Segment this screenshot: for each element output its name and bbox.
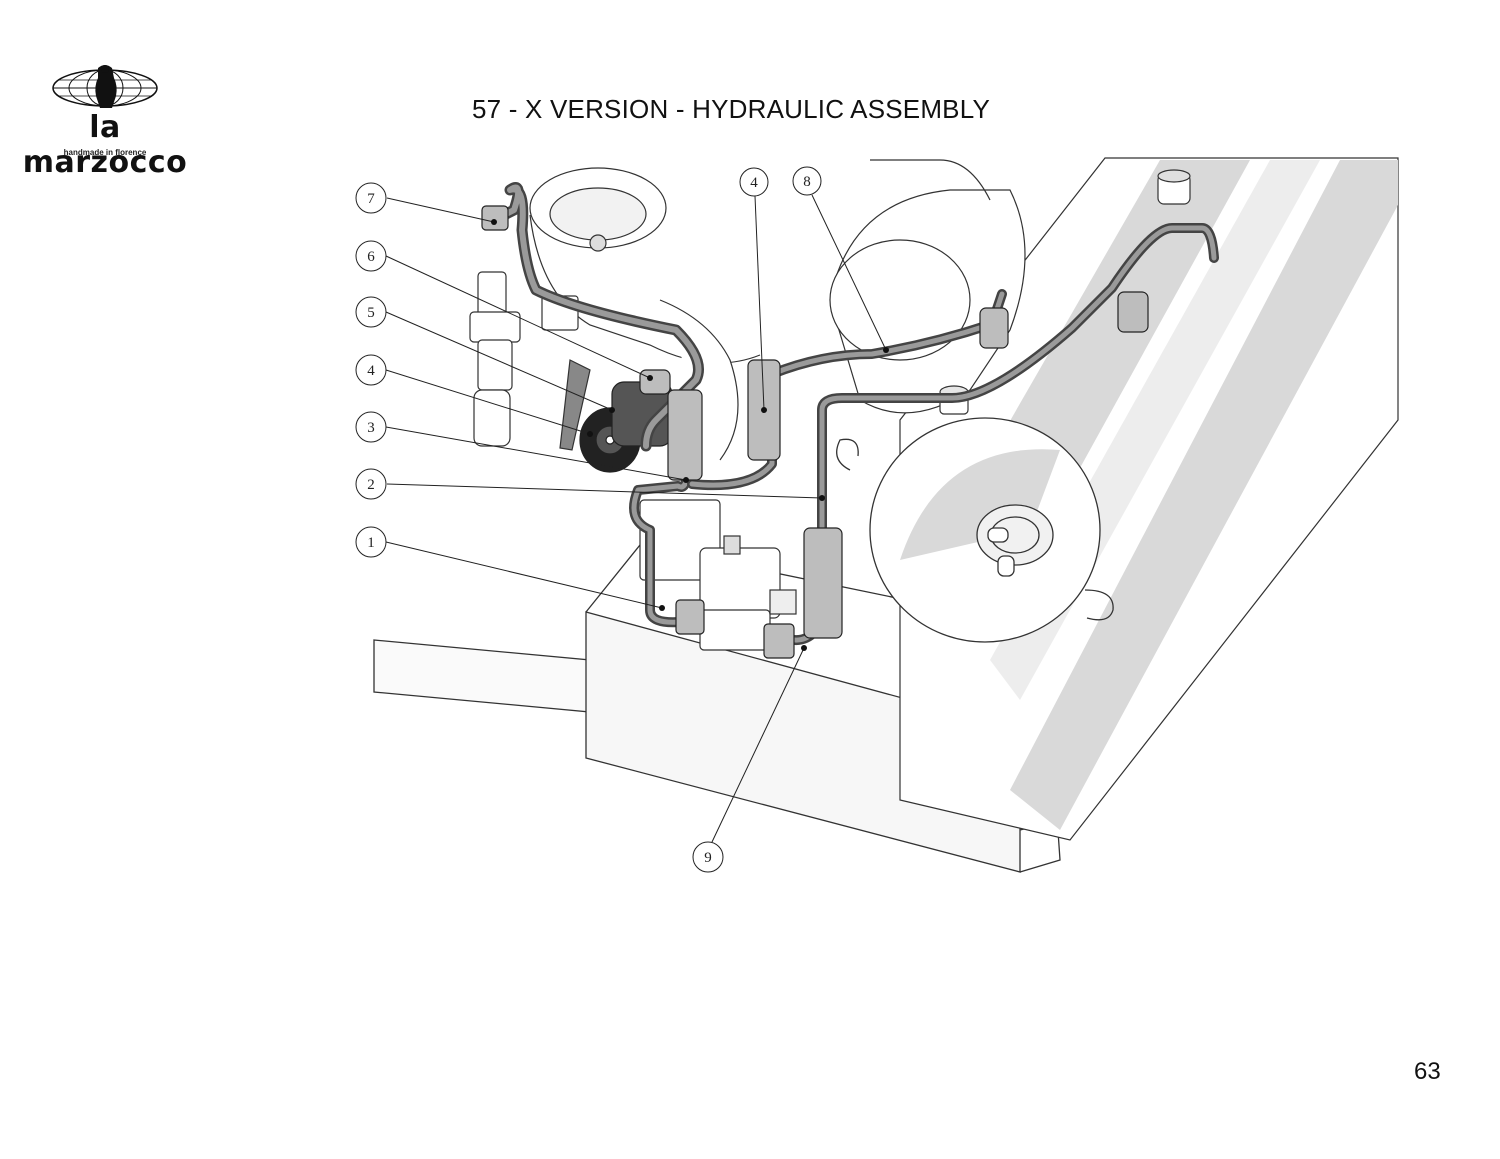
callout-3: 3 bbox=[355, 411, 387, 443]
leader-dots bbox=[491, 219, 889, 651]
callout-5: 5 bbox=[355, 296, 387, 328]
leader-lines bbox=[385, 194, 887, 843]
callout-balloons: 7 6 5 4 3 2 1 4 bbox=[355, 166, 822, 873]
svg-text:3: 3 bbox=[367, 420, 375, 436]
svg-text:7: 7 bbox=[367, 191, 375, 207]
callout-6: 6 bbox=[355, 240, 387, 272]
callout-2: 2 bbox=[355, 468, 387, 500]
svg-text:5: 5 bbox=[367, 305, 375, 321]
svg-text:8: 8 bbox=[803, 174, 811, 190]
page-number: 63 bbox=[1414, 1058, 1441, 1085]
brand-name: la marzocco bbox=[22, 110, 188, 180]
globe-lion-icon bbox=[52, 65, 158, 108]
callout-4-left: 4 bbox=[355, 354, 387, 386]
pump-motor bbox=[579, 381, 673, 473]
callout-4-top: 4 bbox=[739, 167, 769, 197]
svg-text:4: 4 bbox=[367, 363, 375, 379]
callout-8: 8 bbox=[792, 166, 822, 196]
valve-components bbox=[469, 271, 797, 651]
callout-9: 9 bbox=[692, 841, 724, 873]
callout-7: 7 bbox=[355, 182, 387, 214]
brand-logo: la marzocco handmade in florence bbox=[10, 62, 200, 180]
chassis-frame bbox=[373, 544, 1102, 873]
svg-text:2: 2 bbox=[367, 477, 375, 493]
page-title: 57 - X VERSION - HYDRAULIC ASSEMBLY bbox=[472, 94, 990, 124]
svg-text:9: 9 bbox=[704, 850, 712, 866]
callout-1: 1 bbox=[355, 526, 387, 558]
svg-text:6: 6 bbox=[367, 249, 375, 265]
brand-tagline: handmade in florence bbox=[63, 148, 147, 157]
svg-text:4: 4 bbox=[750, 175, 758, 191]
svg-text:1: 1 bbox=[367, 535, 375, 551]
boiler-end-cap bbox=[836, 417, 1114, 643]
